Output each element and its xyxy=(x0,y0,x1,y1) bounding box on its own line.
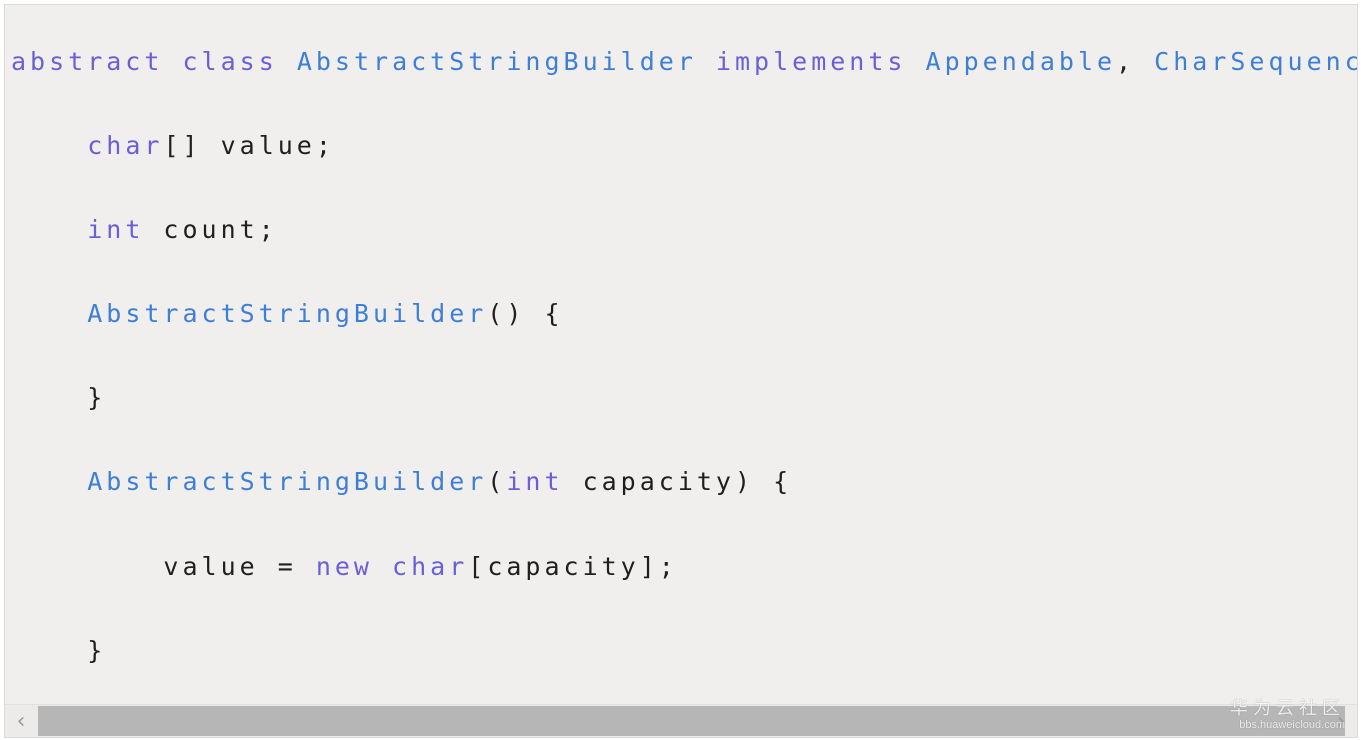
code-text: } xyxy=(11,383,107,412)
code-text xyxy=(11,299,87,328)
code-text xyxy=(11,215,87,244)
code-line: AbstractStringBuilder() { xyxy=(11,297,564,331)
code-keyword: int xyxy=(506,467,564,496)
code-text xyxy=(163,47,182,76)
code-line: char[] value; xyxy=(11,129,335,163)
code-text: } xyxy=(11,636,107,665)
code-text: value = xyxy=(11,552,316,581)
code-keyword: char xyxy=(87,131,164,160)
code-line: abstract class AbstractStringBuilder imp… xyxy=(11,45,1357,79)
code-identifier: CharSequence xyxy=(1154,47,1357,76)
watermark: 华为云社区 bbs.huaweicloud.com xyxy=(1230,698,1345,732)
code-line: int count; xyxy=(11,213,278,247)
code-text xyxy=(906,47,925,76)
chevron-right-icon[interactable]: › xyxy=(1336,708,1346,734)
code-text: capacity) { xyxy=(563,467,793,496)
code-identifier: AbstractStringBuilder xyxy=(87,299,488,328)
watermark-url: bbs.huaweicloud.com xyxy=(1239,719,1345,731)
code-text xyxy=(373,552,392,581)
code-text xyxy=(11,131,87,160)
code-text: [capacity]; xyxy=(468,552,678,581)
code-keyword: char xyxy=(392,552,469,581)
code-keyword: int xyxy=(87,215,145,244)
code-identifier: Appendable xyxy=(925,47,1117,76)
code-text: count; xyxy=(144,215,278,244)
code-keyword: new xyxy=(315,552,373,581)
code-text: , xyxy=(1116,47,1155,76)
scrollbar-thumb[interactable] xyxy=(38,706,1345,736)
horizontal-scrollbar[interactable]: ‹ › xyxy=(5,704,1357,737)
code-line: } xyxy=(11,634,106,668)
code-keyword: implements xyxy=(715,47,907,76)
code-line: value = new char[capacity]; xyxy=(11,550,678,584)
watermark-title: 华为云社区 xyxy=(1230,698,1345,719)
code-identifier: AbstractStringBuilder xyxy=(87,467,488,496)
code-text xyxy=(278,47,297,76)
code-text: ( xyxy=(487,467,507,496)
chevron-left-icon[interactable]: ‹ xyxy=(16,708,26,734)
code-block: abstract class AbstractStringBuilder imp… xyxy=(4,4,1358,738)
code-text xyxy=(697,47,716,76)
code-line: } xyxy=(11,381,106,415)
code-keyword: abstract xyxy=(11,47,164,76)
code-keyword: class xyxy=(182,47,278,76)
code-text: [] value; xyxy=(163,131,335,160)
code-text xyxy=(11,467,87,496)
code-text: () { xyxy=(487,299,564,328)
code-identifier: AbstractStringBuilder xyxy=(296,47,697,76)
code-line: AbstractStringBuilder(int capacity) { xyxy=(11,465,792,499)
